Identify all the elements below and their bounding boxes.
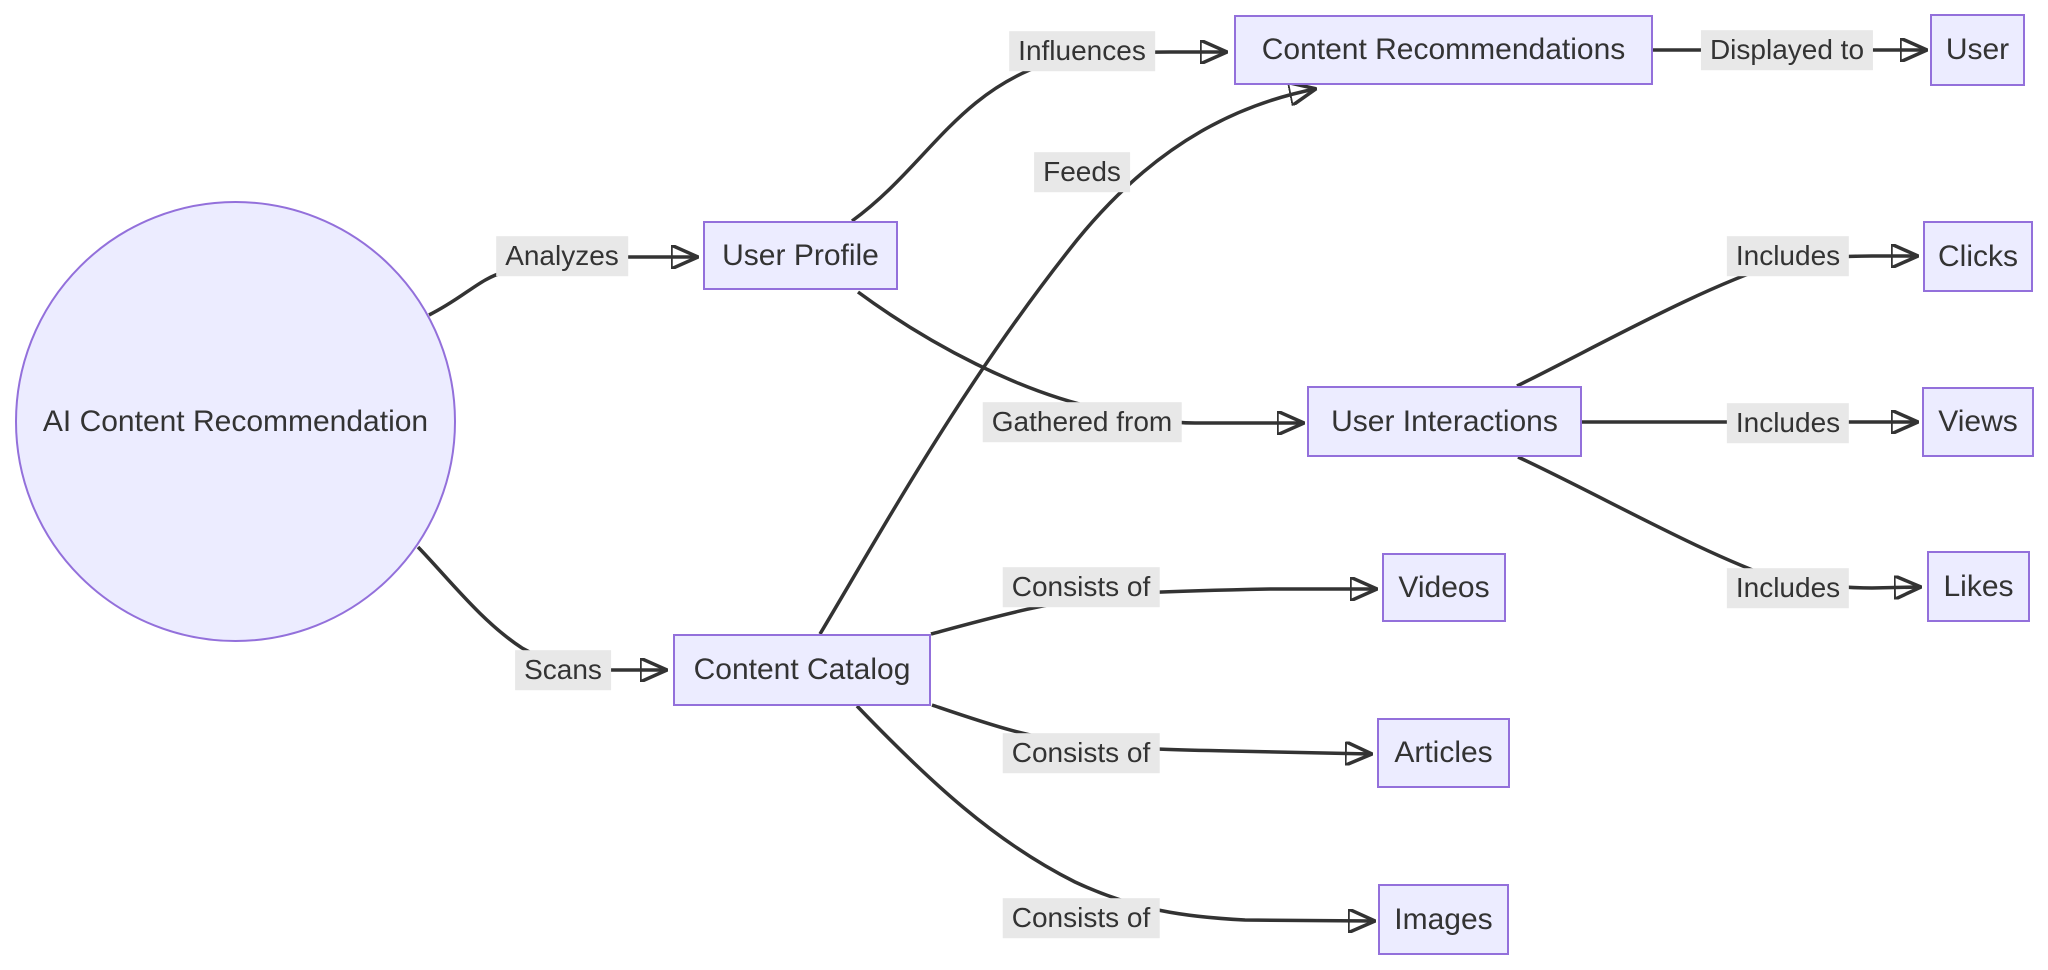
- node-user: User: [1930, 14, 2025, 86]
- edge-consists-images: [855, 704, 1374, 921]
- node-user-interactions: User Interactions: [1307, 386, 1582, 457]
- edge-includes-clicks: [1516, 256, 1917, 388]
- node-videos: Videos: [1382, 553, 1506, 622]
- edge-label-consists-of-articles: Consists of: [1002, 733, 1160, 773]
- edge-label-includes-likes: Includes: [1726, 568, 1850, 608]
- node-content-catalog: Content Catalog: [673, 634, 931, 706]
- edge-label-influences: Influences: [1009, 31, 1155, 71]
- edge-feeds: [818, 89, 1315, 635]
- edge-label-feeds: Feeds: [1034, 152, 1130, 192]
- edge-label-consists-of-images: Consists of: [1002, 898, 1160, 938]
- edge-label-analyzes: Analyzes: [496, 236, 628, 276]
- edge-label-scans: Scans: [515, 650, 611, 690]
- node-likes: Likes: [1927, 551, 2030, 622]
- node-ai-content-recommendation: AI Content Recommendation: [15, 201, 456, 642]
- edge-includes-likes: [1517, 455, 1920, 588]
- edge-influences: [850, 52, 1226, 223]
- edge-label-consists-of-videos: Consists of: [1002, 567, 1160, 607]
- node-clicks: Clicks: [1923, 221, 2033, 292]
- edge-label-displayed-to: Displayed to: [1700, 30, 1874, 70]
- edge-label-includes-views: Includes: [1726, 403, 1850, 443]
- edge-label-includes-clicks: Includes: [1726, 236, 1850, 276]
- node-articles: Articles: [1377, 718, 1510, 788]
- node-content-recommendations: Content Recommendations: [1234, 15, 1653, 85]
- node-views: Views: [1922, 387, 2034, 457]
- node-images: Images: [1378, 884, 1509, 955]
- edge-label-gathered-from: Gathered from: [982, 402, 1182, 442]
- node-user-profile: User Profile: [703, 221, 898, 290]
